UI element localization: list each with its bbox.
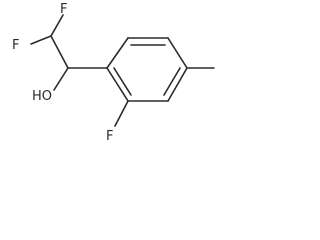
- bond-carbinol-oh: [53, 67, 69, 91]
- bond-cf2-f-left: [30, 35, 52, 45]
- ring-bond-6: [106, 67, 129, 102]
- atom-label-f-left: F: [12, 38, 19, 53]
- atom-label-hydroxyl: HO: [32, 89, 52, 104]
- bond-cf2-carbinol: [50, 35, 69, 69]
- bond-cf2-f-top: [50, 14, 64, 37]
- structure-diagram: F F HO F: [12, 2, 215, 144]
- atom-label-f-top: F: [60, 2, 67, 17]
- ring-double-bond-left: [113, 67, 132, 96]
- ring-bond-1: [106, 37, 129, 69]
- ring-bond-4: [167, 67, 188, 102]
- bond-ring-f: [114, 100, 129, 127]
- atom-label-f-ring: F: [106, 129, 113, 144]
- ring-double-bond-right: [163, 67, 181, 96]
- ring-bond-3: [167, 37, 188, 69]
